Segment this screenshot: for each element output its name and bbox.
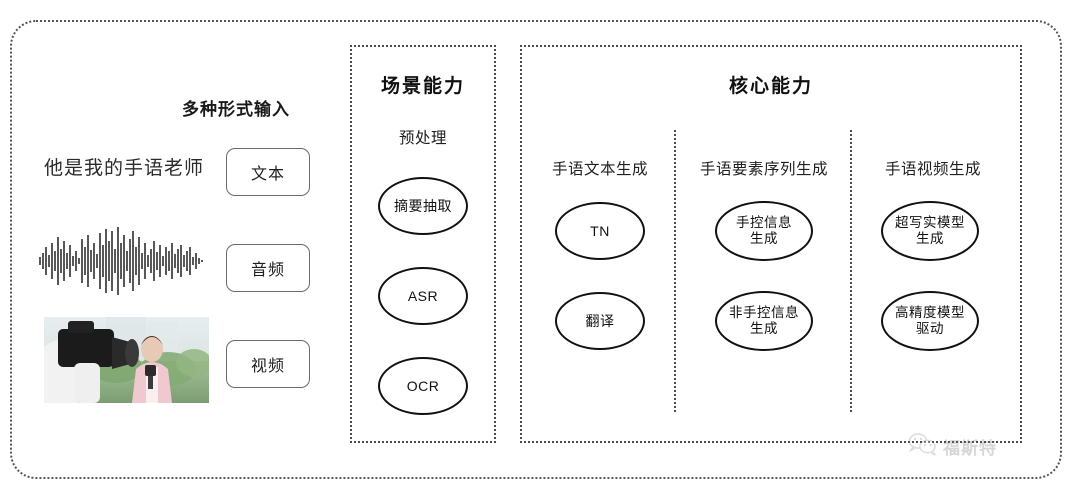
node-label-line1: 手控信息 — [736, 215, 792, 231]
core-column-header-text-generation: 手语文本生成 — [551, 161, 648, 178]
modality-label: 音频 — [250, 262, 285, 279]
node-label-line1: 超写实模型 — [895, 215, 965, 231]
core-divider-2 — [850, 130, 852, 412]
audio-waveform-icon — [34, 225, 214, 297]
core-node-translate[interactable]: 翻译 — [555, 292, 645, 350]
core-capability-panel: 核心能力 手语文本生成 TN 翻译 手语要素序列生成 手控信息 生成 非手控信息… — [520, 45, 1022, 443]
sample-text: 他是我的手语老师 — [44, 158, 205, 179]
modality-label: 文本 — [250, 166, 285, 183]
scene-node-summary[interactable]: 摘要抽取 — [378, 177, 468, 235]
core-column-header-element-sequence: 手语要素序列生成 — [699, 161, 828, 178]
node-label-line1: 非手控信息 — [729, 305, 799, 321]
scene-node-asr[interactable]: ASR — [378, 267, 468, 325]
core-divider-1 — [674, 130, 676, 412]
watermark: 福斯特 — [908, 432, 997, 461]
modality-button-text[interactable]: 文本 — [226, 148, 310, 196]
node-label: 翻译 — [585, 312, 615, 329]
watermark-text: 福斯特 — [943, 439, 997, 458]
core-column-header-video-generation: 手语视频生成 — [884, 161, 981, 178]
core-node-tn[interactable]: TN — [555, 202, 645, 260]
core-panel-title: 核心能力 — [728, 76, 813, 97]
modality-button-video[interactable]: 视频 — [226, 340, 310, 388]
modality-button-audio[interactable]: 音频 — [226, 244, 310, 292]
node-label: OCR — [406, 377, 440, 394]
modality-label: 视频 — [250, 358, 285, 375]
core-node-highprecision-model[interactable]: 高精度模型 驱动 — [881, 291, 979, 351]
core-node-nonmanual-info[interactable]: 非手控信息 生成 — [715, 291, 813, 351]
input-caption: 多种形式输入 — [182, 100, 290, 119]
wechat-icon — [908, 432, 938, 461]
node-label-line1: 高精度模型 — [895, 305, 965, 321]
core-node-hyperreal-model[interactable]: 超写实模型 生成 — [881, 201, 979, 261]
scene-node-ocr[interactable]: OCR — [378, 357, 468, 415]
node-label-line2: 生成 — [750, 231, 778, 246]
scene-capability-panel: 场景能力 预处理 摘要抽取 ASR OCR — [350, 45, 496, 443]
node-label-line2: 生成 — [916, 231, 944, 246]
outer-frame — [10, 20, 1062, 479]
node-label: 摘要抽取 — [394, 197, 452, 214]
scene-subhead: 预处理 — [398, 130, 447, 147]
input-section: 多种形式输入 他是我的手语老师 — [30, 95, 330, 425]
node-label: ASR — [407, 287, 439, 304]
video-thumbnail-image — [44, 317, 209, 403]
node-label-line2: 驱动 — [916, 321, 944, 336]
scene-panel-title: 场景能力 — [380, 76, 465, 97]
core-node-manual-info[interactable]: 手控信息 生成 — [715, 201, 813, 261]
node-label-line2: 生成 — [750, 321, 778, 336]
node-label: TN — [590, 222, 610, 239]
